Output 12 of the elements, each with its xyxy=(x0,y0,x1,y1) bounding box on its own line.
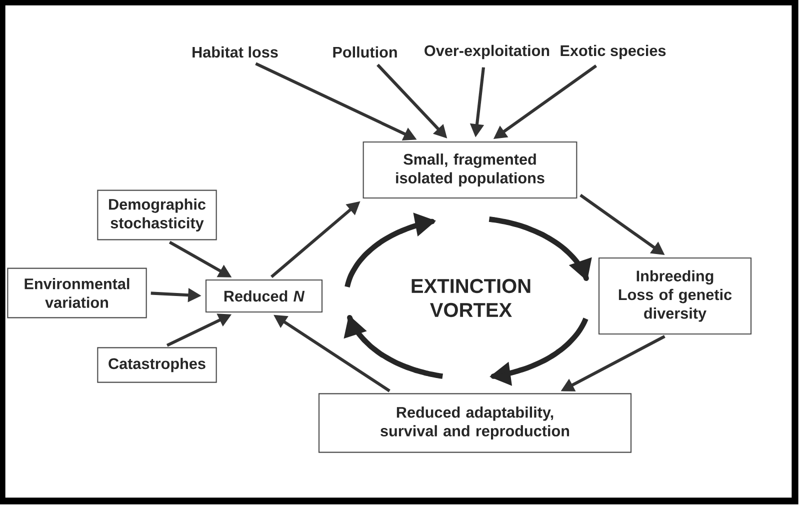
factor-label: Pollution xyxy=(333,46,397,58)
process-box: Environmental variation xyxy=(7,268,147,318)
factor-label: Exotic species xyxy=(560,44,666,60)
factor-label: Over-exploitation xyxy=(424,44,550,60)
process-box: Reduced adaptability, survival and reproduction xyxy=(318,393,632,453)
center-title: EXTINCTION VORTEX xyxy=(412,278,530,318)
factor-label: Habitat loss xyxy=(192,46,278,58)
process-box: Small, fragmented isolated populations xyxy=(362,141,578,199)
process-box: Reduced N xyxy=(205,279,323,313)
process-box: Demographic stochasticity xyxy=(97,190,217,240)
process-box: Inbreeding Loss of genetic diversity xyxy=(598,257,752,335)
process-box: Catastrophes xyxy=(97,347,217,383)
